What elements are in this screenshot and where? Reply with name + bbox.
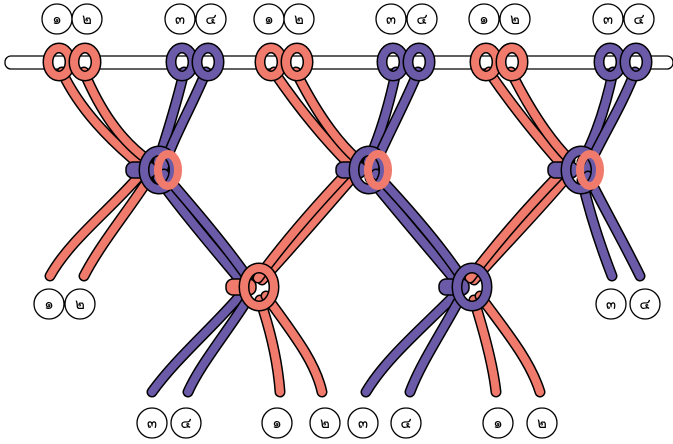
cord-red-a2 bbox=[78, 66, 154, 166]
cord-red-left-end2 bbox=[78, 174, 154, 282]
top-label-12: ๔ bbox=[623, 3, 655, 35]
mid-left-label-1: ๑ bbox=[33, 288, 65, 320]
svg-text:๒: ๒ bbox=[294, 10, 304, 28]
loop-red-3 bbox=[469, 42, 529, 82]
cord-red-g2 bbox=[474, 290, 546, 398]
svg-text:๔: ๔ bbox=[400, 414, 411, 432]
cord-blue-f1 bbox=[146, 292, 244, 398]
bottom-label-8: ๒ bbox=[526, 407, 558, 439]
top-label-11: ๓ bbox=[592, 3, 624, 35]
bottom-label-4: ๒ bbox=[309, 407, 341, 439]
top-label-6: ๒ bbox=[283, 3, 315, 35]
cord-blue-a2 bbox=[156, 66, 212, 178]
top-label-3: ๓ bbox=[164, 3, 196, 35]
svg-text:๓: ๓ bbox=[606, 295, 616, 313]
top-label-7: ๓ bbox=[375, 3, 407, 35]
bottom-label-1: ๓ bbox=[136, 407, 168, 439]
svg-text:๑: ๑ bbox=[44, 295, 54, 313]
cord-red-c1 bbox=[483, 66, 568, 171]
svg-text:๒: ๒ bbox=[510, 10, 520, 28]
cord-red-left-end1 bbox=[44, 169, 146, 282]
cord-red-e1 bbox=[468, 172, 572, 286]
svg-text:๔: ๔ bbox=[180, 414, 191, 432]
top-label-2: ๒ bbox=[71, 3, 103, 35]
loop-blue-3 bbox=[593, 42, 653, 82]
cords-layer bbox=[42, 42, 653, 398]
svg-text:๓: ๓ bbox=[386, 10, 396, 28]
knot-bottom-2 bbox=[438, 262, 493, 312]
svg-text:๑: ๑ bbox=[272, 414, 282, 432]
cord-blue-g2 bbox=[404, 296, 464, 398]
knots-layer bbox=[125, 145, 604, 312]
bottom-label-3: ๑ bbox=[261, 407, 293, 439]
svg-text:๔: ๔ bbox=[633, 10, 644, 28]
top-label-10: ๒ bbox=[499, 3, 531, 35]
top-label-9: ๑ bbox=[468, 3, 500, 35]
cord-blue-e1 bbox=[364, 172, 461, 286]
svg-text:๓: ๓ bbox=[175, 10, 185, 28]
cord-red-d2 bbox=[252, 168, 352, 284]
svg-text:๒: ๒ bbox=[320, 414, 330, 432]
svg-text:๑: ๑ bbox=[493, 414, 503, 432]
mid-right-label-4: ๔ bbox=[629, 288, 661, 320]
top-label-5: ๑ bbox=[253, 3, 285, 35]
loop-red-1 bbox=[42, 42, 102, 82]
svg-text:๔: ๔ bbox=[205, 10, 216, 28]
svg-text:๔: ๔ bbox=[639, 295, 650, 313]
svg-text:๑: ๑ bbox=[52, 10, 62, 28]
svg-text:๒: ๒ bbox=[537, 414, 547, 432]
mid-right-label-3: ๓ bbox=[595, 288, 627, 320]
knot-top-wrap-1 bbox=[154, 150, 182, 190]
knot-bottom-1 bbox=[225, 262, 280, 312]
cord-red-d1 bbox=[256, 172, 358, 286]
cord-blue-e2 bbox=[370, 168, 468, 284]
svg-text:๒: ๒ bbox=[82, 10, 92, 28]
svg-text:๓: ๓ bbox=[358, 414, 368, 432]
cord-red-b1 bbox=[268, 66, 356, 171]
cord-red-c2 bbox=[505, 66, 576, 166]
loop-red-2 bbox=[254, 42, 314, 82]
cord-blue-d1 bbox=[152, 172, 246, 286]
svg-text:๔: ๔ bbox=[416, 10, 427, 28]
labels-layer: ๑ ๒ ๓ ๔ ๑ ๒ ๓ ๔ ๑ ๒ ๓ ๔ ๑ ๒ ๓ ๔ ๓ ๔ ๑ ๒ … bbox=[33, 3, 661, 439]
knot-top-wrap-2 bbox=[364, 150, 392, 190]
bottom-label-6: ๔ bbox=[390, 407, 422, 439]
top-label-4: ๔ bbox=[195, 3, 227, 35]
cord-red-f2 bbox=[260, 290, 328, 398]
svg-text:๑: ๑ bbox=[264, 10, 274, 28]
cord-blue-f2 bbox=[182, 296, 252, 398]
svg-text:๑: ๑ bbox=[479, 10, 489, 28]
cord-red-a1 bbox=[56, 66, 146, 171]
top-label-8: ๔ bbox=[406, 3, 438, 35]
cord-red-b2 bbox=[290, 66, 364, 166]
top-label-1: ๑ bbox=[41, 3, 73, 35]
cord-blue-b2 bbox=[366, 66, 424, 178]
svg-text:๒: ๒ bbox=[75, 295, 85, 313]
bottom-label-2: ๔ bbox=[170, 407, 202, 439]
svg-text:๓: ๓ bbox=[603, 10, 613, 28]
mid-left-label-2: ๒ bbox=[64, 288, 96, 320]
dowel-rod bbox=[4, 55, 673, 70]
loop-blue-2 bbox=[376, 42, 436, 82]
loop-blue-1 bbox=[165, 42, 225, 82]
cord-red-e2 bbox=[464, 168, 566, 284]
bottom-label-7: ๑ bbox=[482, 407, 514, 439]
cord-blue-g1 bbox=[360, 292, 458, 398]
bottom-label-5: ๓ bbox=[347, 407, 379, 439]
svg-text:๓: ๓ bbox=[147, 414, 157, 432]
cord-blue-d2 bbox=[158, 168, 254, 284]
knot-top-wrap-3 bbox=[576, 150, 604, 190]
